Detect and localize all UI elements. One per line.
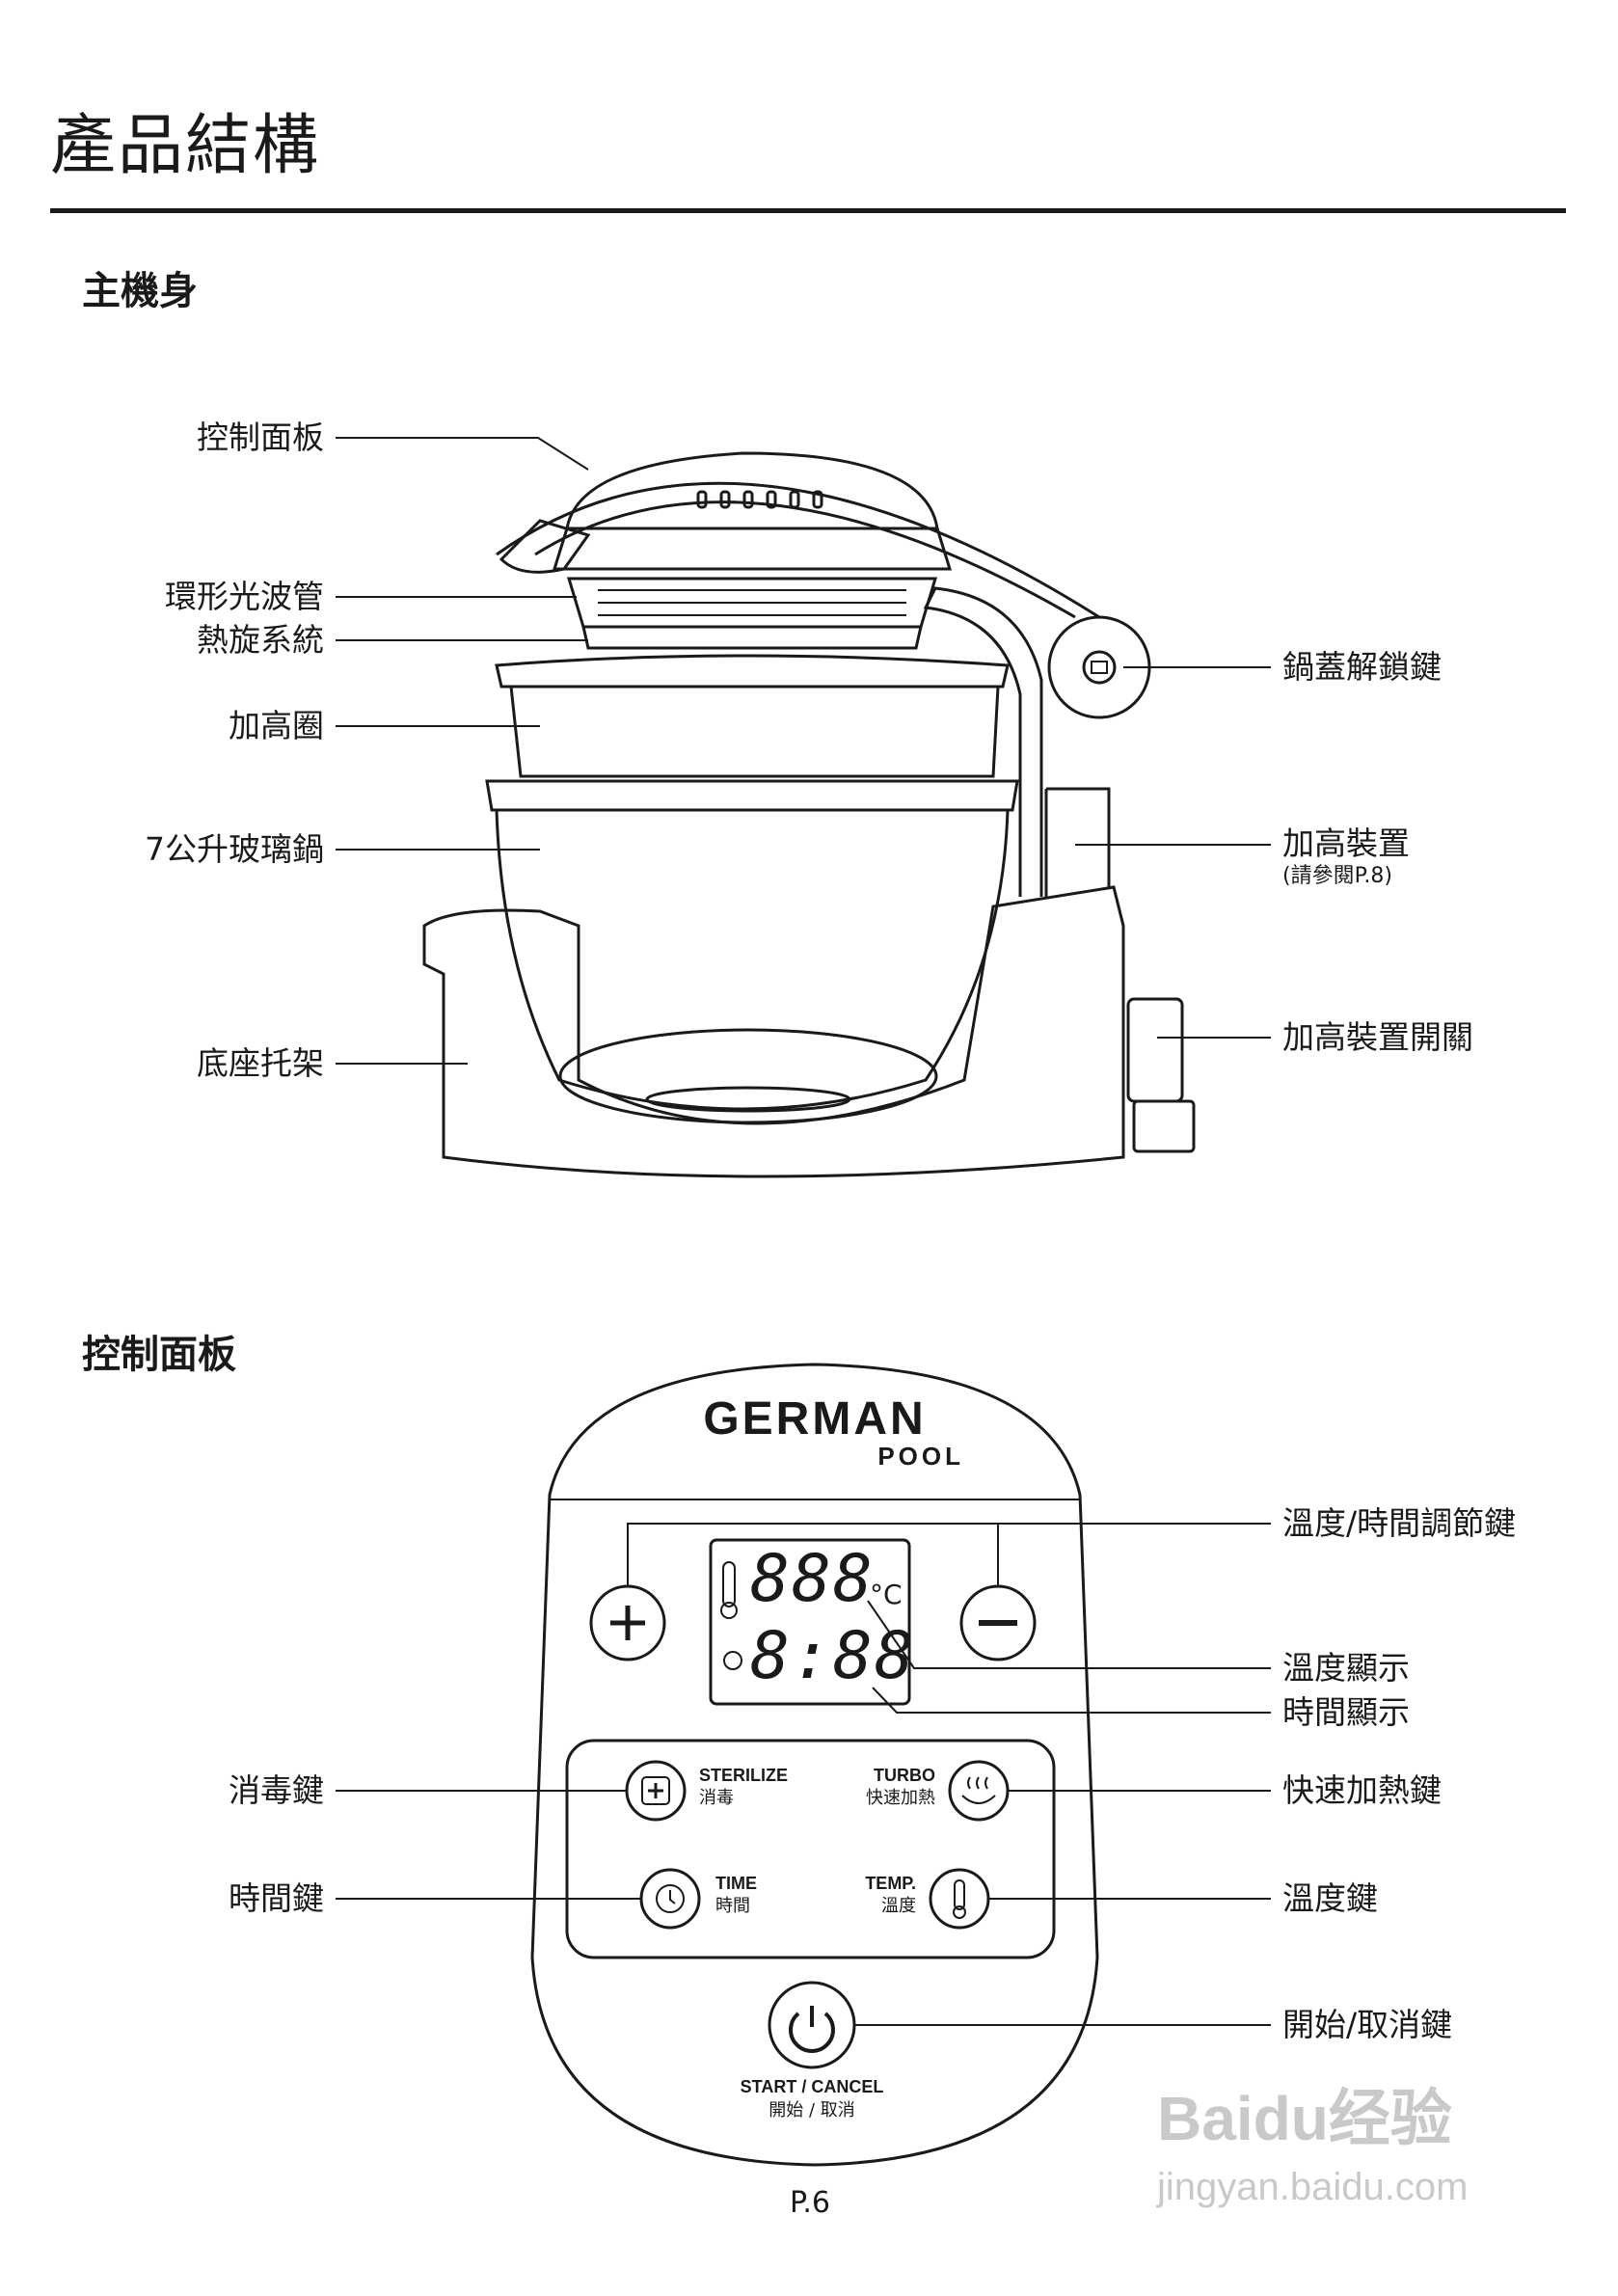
label-halogen-ring: 環形光波管 bbox=[165, 578, 324, 615]
base-shape bbox=[422, 885, 1125, 1178]
sterilize-key-en: STERILIZE bbox=[699, 1766, 789, 1785]
title-rule bbox=[50, 208, 1566, 213]
label-extension-ring: 加高圈 bbox=[229, 707, 324, 744]
turbo-key-zh: 快速加熱 bbox=[866, 1788, 935, 1808]
section-heading-control-panel: 控制面板 bbox=[82, 1333, 236, 1377]
label-start-cancel-key: 開始/取消鍵 bbox=[1282, 2006, 1453, 2043]
page-number: P.6 bbox=[789, 2186, 831, 2220]
key-area bbox=[565, 1739, 1056, 1959]
label-temp-display: 溫度顯示 bbox=[1282, 1649, 1410, 1687]
lcd-time-digits: 8:88 bbox=[750, 1618, 916, 1694]
label-time-key: 時間鍵 bbox=[229, 1879, 324, 1917]
start-key-en: START / CANCEL bbox=[740, 2077, 884, 2096]
temp-key-en: TEMP. bbox=[865, 1874, 916, 1893]
label-height-device: 加高裝置 bbox=[1282, 824, 1410, 862]
brand-logo-pool: POOL bbox=[877, 1442, 964, 1471]
extension-ring-shape bbox=[495, 654, 1010, 689]
time-key-zh: 時間 bbox=[715, 1896, 750, 1916]
label-sterilize-key: 消毒鍵 bbox=[229, 1771, 324, 1809]
turbo-key-en: TURBO bbox=[874, 1766, 935, 1785]
label-temp-key: 溫度鍵 bbox=[1282, 1879, 1378, 1917]
watermark-brand: Baidu经验 bbox=[1157, 2084, 1452, 2153]
label-height-device-note: (請參閱P.8) bbox=[1282, 864, 1392, 888]
page-title: 產品結構 bbox=[50, 108, 321, 184]
label-height-device-switch: 加高裝置開關 bbox=[1282, 1018, 1473, 1056]
label-adjust-keys: 溫度/時間調節鍵 bbox=[1282, 1504, 1517, 1542]
lcd-temp-digits: 888 bbox=[750, 1541, 875, 1617]
watermark-url: jingyan.baidu.com bbox=[1157, 2166, 1469, 2208]
unlock-knob bbox=[1047, 615, 1151, 719]
leader-lines-main-left bbox=[336, 437, 589, 1065]
panel-outline bbox=[530, 1363, 1099, 2167]
label-base-stand: 底座托架 bbox=[197, 1044, 324, 1082]
brand-logo-german: GERMAN bbox=[703, 1393, 927, 1445]
time-key-en: TIME bbox=[715, 1874, 757, 1893]
label-turbo-key: 快速加熱鍵 bbox=[1282, 1771, 1442, 1809]
start-key-zh: 開始 / 取消 bbox=[769, 2100, 855, 2120]
glass-bowl-shape bbox=[485, 779, 1019, 812]
label-time-display: 時間顯示 bbox=[1282, 1693, 1410, 1731]
lcd-frame bbox=[709, 1538, 911, 1706]
lcd-temp-unit: °C bbox=[870, 1579, 903, 1610]
label-glass-bowl: 7公升玻璃鍋 bbox=[145, 830, 324, 868]
label-control-panel: 控制面板 bbox=[197, 419, 324, 456]
lid-dome bbox=[565, 451, 939, 530]
label-convection-system: 熱旋系統 bbox=[197, 621, 324, 659]
temp-key-zh: 溫度 bbox=[881, 1896, 916, 1916]
sterilize-key-zh: 消毒 bbox=[699, 1788, 734, 1808]
leader-lines-panel bbox=[336, 1523, 1271, 2026]
section-heading-main-unit: 主機身 bbox=[82, 269, 198, 313]
label-lid-unlock-button: 鍋蓋解鎖鍵 bbox=[1282, 648, 1442, 686]
lid-vents bbox=[696, 490, 823, 509]
